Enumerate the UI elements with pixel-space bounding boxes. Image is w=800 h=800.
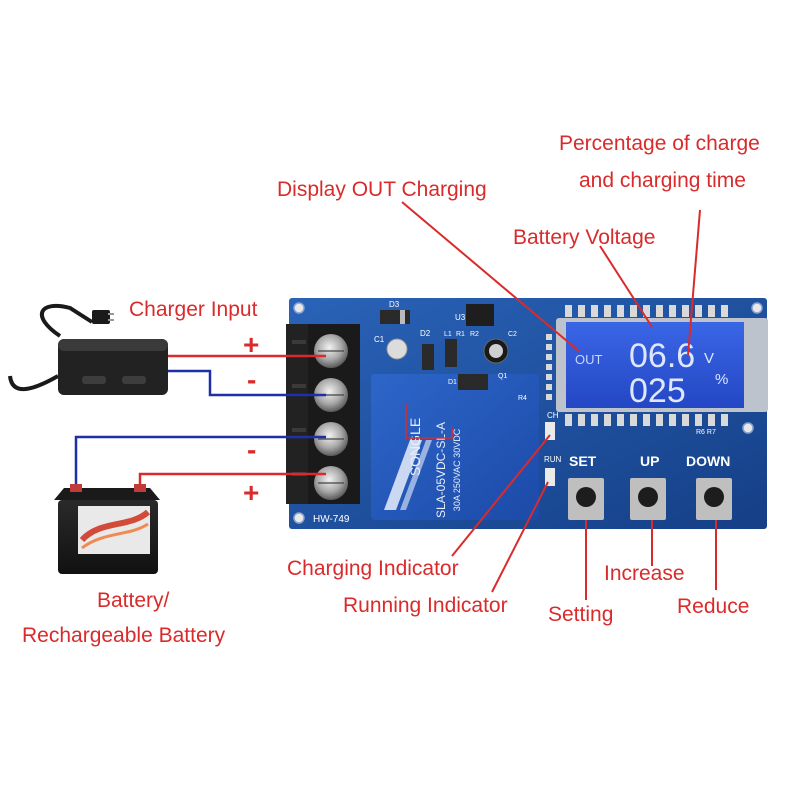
running-indicator-label: Running Indicator <box>343 594 508 617</box>
svg-text:CH: CH <box>547 411 559 420</box>
set-button[interactable] <box>568 478 604 520</box>
lcd-out-label: OUT <box>575 352 603 367</box>
battery-label-line2: Rechargeable Battery <box>22 624 226 647</box>
terminal-sign-positive-top: + <box>243 329 260 360</box>
svg-text:R1: R1 <box>456 331 465 338</box>
svg-text:D1: D1 <box>448 379 457 386</box>
battery-label-line1: Battery/ <box>97 589 170 612</box>
relay: SONGLE SLA-05VDC-SL-A 30A 250VAC 30VDC <box>371 374 539 520</box>
board-model: HW-749 <box>313 514 350 525</box>
percentage-label-line2: and charging time <box>579 169 746 192</box>
indicators: CH RUN <box>544 411 562 486</box>
components-top: D3 U3 C1 D2 L1 R1 R2 C2 D1 Q1 R4 <box>374 300 552 402</box>
svg-text:R6 R7: R6 R7 <box>696 429 716 436</box>
svg-text:L1: L1 <box>444 331 452 338</box>
charging-indicator-label: Charging Indicator <box>287 557 459 580</box>
buttons: SET UP DOWN <box>568 453 732 520</box>
lcd-voltage-unit: V <box>704 350 714 367</box>
relay-rating: 30A 250VAC 30VDC <box>452 428 462 511</box>
terminal-sign-negative-1: - <box>247 364 257 395</box>
battery-negative-wire <box>74 435 326 484</box>
svg-text:R4: R4 <box>518 395 527 402</box>
callout-lines <box>401 201 717 600</box>
percentage-label-line1: Percentage of charge <box>559 132 760 155</box>
charging-led <box>545 422 555 440</box>
svg-text:C1: C1 <box>374 335 385 344</box>
lcd-voltage-value: 06.6 <box>629 337 695 375</box>
increase-label: Increase <box>604 562 685 585</box>
lcd-percent-unit: % <box>715 371 728 388</box>
down-label: DOWN <box>686 453 730 469</box>
reduce-label: Reduce <box>677 595 750 618</box>
up-label: UP <box>640 453 659 469</box>
svg-text:D3: D3 <box>389 300 400 309</box>
up-button[interactable] <box>630 478 666 520</box>
svg-text:RUN: RUN <box>544 455 562 464</box>
setting-label: Setting <box>548 603 614 626</box>
set-label: SET <box>569 453 597 469</box>
relay-model: SLA-05VDC-SL-A <box>434 422 448 518</box>
svg-text:Q1: Q1 <box>498 373 507 380</box>
terminal-sign-negative-2: - <box>247 434 257 465</box>
lcd-display: OUT 06.6 V 025 % R6 R7 <box>556 305 768 436</box>
battery-positive-wire <box>138 472 326 484</box>
running-led <box>545 468 555 486</box>
terminal-sign-positive-bottom: + <box>243 477 260 508</box>
svg-text:D2: D2 <box>420 329 431 338</box>
svg-text:C2: C2 <box>508 331 517 338</box>
terminal-block: HW-749 <box>286 324 360 525</box>
svg-text:R2: R2 <box>470 331 479 338</box>
charger-negative-wire <box>168 369 326 397</box>
relay-logo <box>384 440 422 510</box>
lcd-percent-value: 025 <box>629 372 686 410</box>
battery-voltage-label: Battery Voltage <box>513 226 656 249</box>
charger-adapter <box>8 303 168 395</box>
display-out-charging-label: Display OUT Charging <box>277 178 487 201</box>
battery <box>54 484 160 574</box>
wires <box>74 354 326 484</box>
charger-input-label: Charger Input <box>129 298 258 321</box>
svg-text:U3: U3 <box>455 313 466 322</box>
down-button[interactable] <box>696 478 732 520</box>
